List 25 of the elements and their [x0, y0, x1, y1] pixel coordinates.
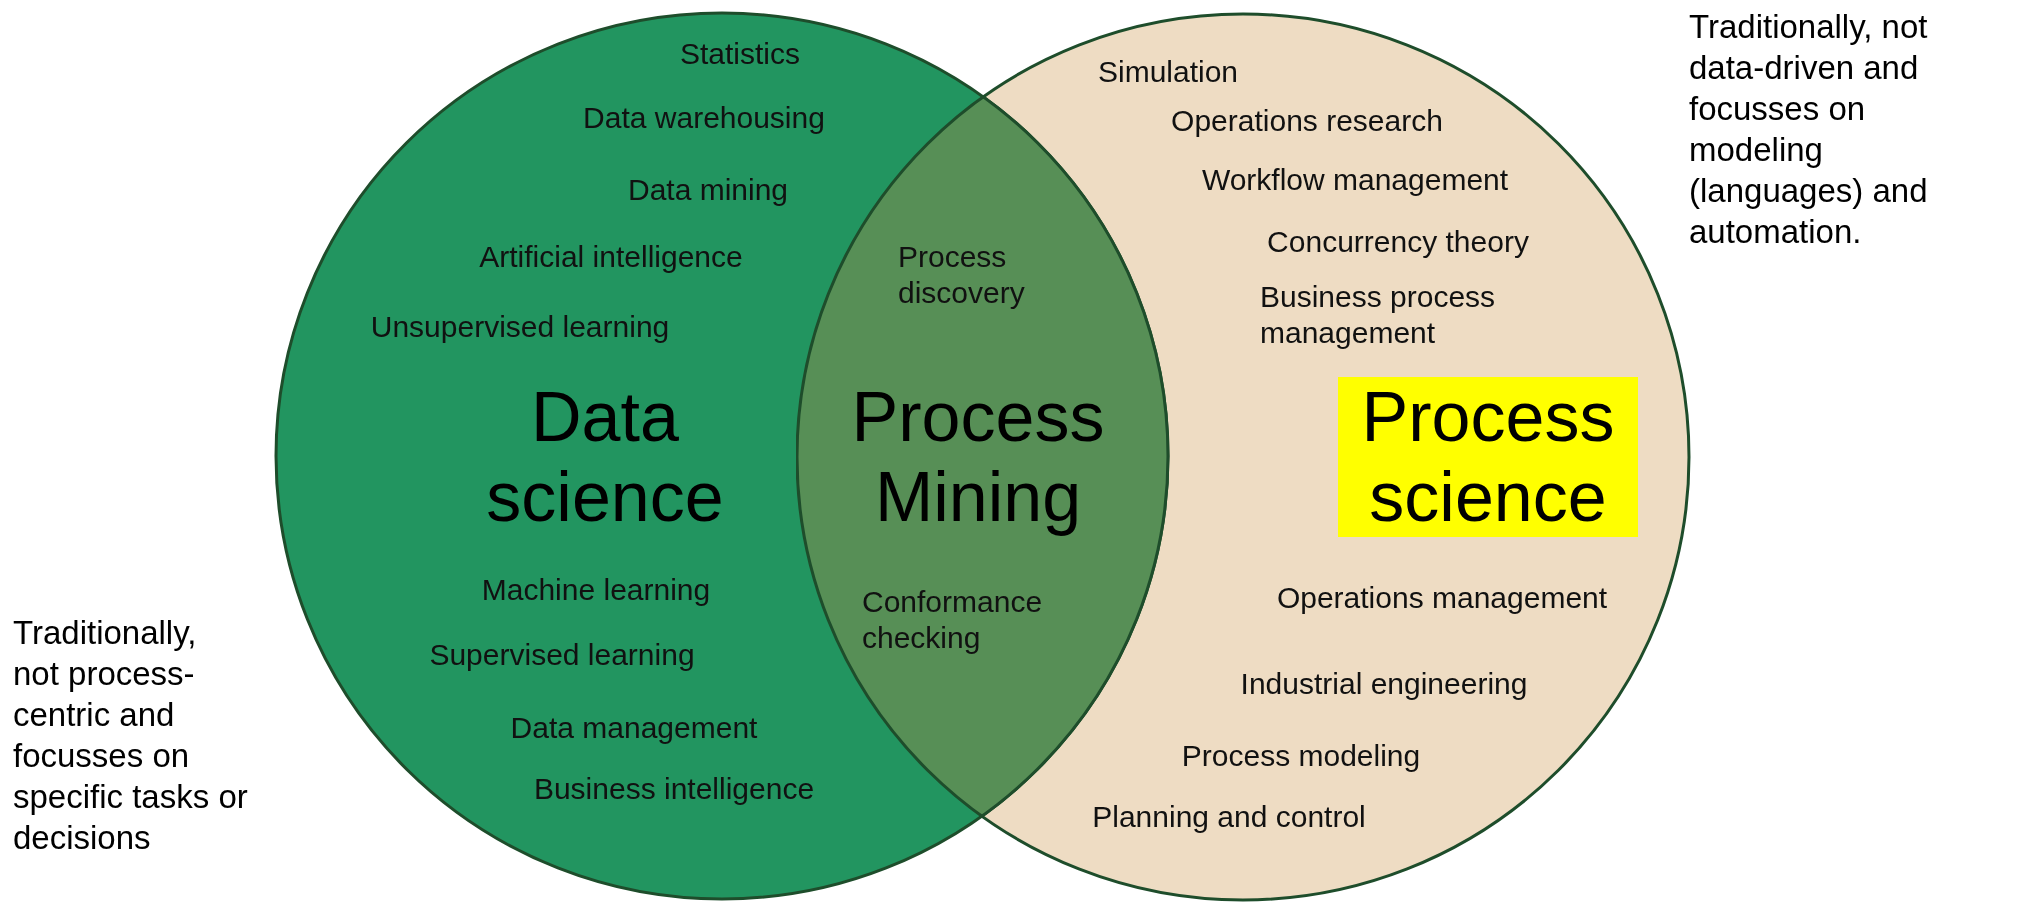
topic-label: Operations research [1171, 103, 1443, 139]
side-note: Traditionally, not process-centric and focusses on specific tasks or decisions [13, 613, 248, 858]
topic-label: Concurrency theory [1267, 224, 1529, 260]
topic-label: Artificial intelligence [479, 239, 743, 275]
circle-title: Process science [1338, 377, 1638, 537]
topic-label: Process modeling [1181, 738, 1421, 774]
topic-label: Unsupervised learning [370, 309, 670, 345]
circle-title: Data science [485, 377, 725, 537]
topic-label: Supervised learning [429, 637, 695, 673]
topic-label: Planning and control [1092, 799, 1366, 835]
topic-label: Conformance checking [862, 584, 1044, 656]
topic-label: Data management [510, 710, 758, 746]
topic-label: Simulation [1097, 54, 1239, 90]
topic-label: Business process management [1260, 279, 1497, 351]
topic-label: Data mining [627, 172, 789, 208]
topic-label: Process discovery [898, 239, 1026, 311]
topic-label: Data warehousing [583, 100, 825, 136]
topic-label: Business intelligence [533, 771, 815, 807]
side-note: Traditionally, not data-driven and focusses on modeling (languages) and automation. [1689, 7, 1929, 252]
topic-label: Operations management [1276, 580, 1608, 616]
topic-label: Statistics [680, 36, 800, 72]
topic-label: Workflow management [1201, 162, 1509, 198]
topic-label: Machine learning [481, 572, 711, 608]
circle-title: Process Mining [850, 377, 1106, 537]
topic-label: Industrial engineering [1240, 666, 1528, 702]
